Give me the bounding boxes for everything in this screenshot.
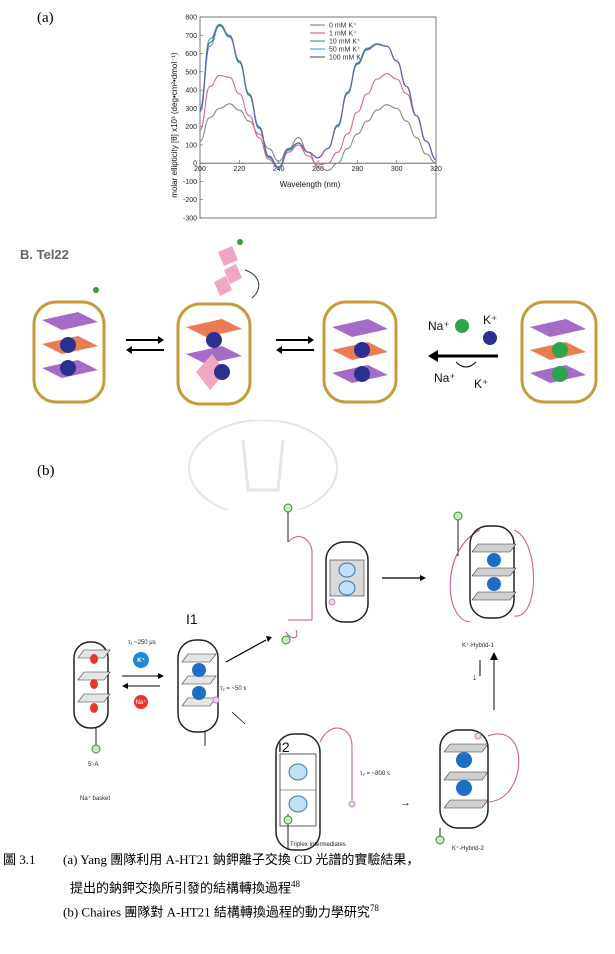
series-line-1 <box>199 73 437 170</box>
watermark-seal <box>188 420 338 510</box>
i1-structure <box>177 639 220 746</box>
g-quadruplex-structure-3 <box>322 300 398 404</box>
na-ion-sphere <box>552 366 568 382</box>
i1-label: I1 <box>186 611 198 627</box>
k-ion-label: K⁺ <box>483 313 497 327</box>
caption-ref-48: 48 <box>291 879 301 889</box>
tau2-label: τ₂ = ~50 s <box>220 686 246 692</box>
caption-line-3: (b) Chaires 團隊對 A-HT21 結構轉換過程的動力學研究 <box>63 904 370 920</box>
legend-entry: 1 mM K⁺ <box>329 31 357 38</box>
strand-end <box>93 287 99 293</box>
g-quadruplex-structure-1 <box>32 287 106 404</box>
y-tick-label: -300 <box>183 216 197 223</box>
legend-entry: 0 mM K⁺ <box>329 23 357 30</box>
caption-line-1: (a) Yang 團隊利用 A-HT21 鈉鉀離子交換 CD 光譜的實驗結果， <box>63 852 420 867</box>
g-tetrad <box>42 312 98 330</box>
y-tick-label: 0 <box>193 161 197 168</box>
y-tick-label: -200 <box>183 197 197 204</box>
caption-line-2-wrap: 提出的鈉鉀交換所引發的結構轉換過程48 <box>70 872 300 900</box>
cation-sphere <box>60 360 76 376</box>
g-quadruplex-structure-4 <box>520 300 598 404</box>
y-tick-label: 200 <box>185 124 197 131</box>
backbone-loop <box>32 300 106 404</box>
x-tick-label: 300 <box>391 166 403 173</box>
down-arrow-glyph: ↓ <box>472 672 477 683</box>
k-ion-sphere <box>483 331 497 345</box>
cation-sphere <box>60 337 76 353</box>
tau3-label: τ₃ = ~800 s <box>360 771 390 777</box>
i2-label: I2 <box>278 739 290 755</box>
x-tick-label: 260 <box>312 166 324 173</box>
x-tick-label: 240 <box>273 166 285 173</box>
x-tick-label: 200 <box>194 166 206 173</box>
na-basket-label: Na⁺ basket <box>80 795 111 802</box>
plot-frame <box>199 16 437 219</box>
na-ion-label-2: Na⁺ <box>434 371 456 385</box>
k-ion-label-2: K⁺ <box>474 377 488 391</box>
na-basket-structure <box>73 641 111 754</box>
y-tick-label: 400 <box>185 88 197 95</box>
na-ion-sphere <box>455 319 469 333</box>
panel-b-label: (b) <box>37 463 55 479</box>
caption-line-2: 提出的鈉鉀交換所引發的結構轉換過程 <box>70 880 292 896</box>
cation-sphere <box>354 342 370 358</box>
k-ion-badge-label: K⁺ <box>137 657 145 664</box>
k-ion-badge <box>133 652 149 668</box>
right-arrow-glyph: → <box>400 797 411 809</box>
legend-entry: 10 mM K⁺ <box>329 39 361 46</box>
legend-entry: 100 mM K⁺ <box>329 55 365 62</box>
caption-fig-number: 圖 3.1 <box>3 852 36 867</box>
hybrid1-label: K⁺-Hybrid-1 <box>462 642 495 649</box>
kinetic-scheme: I1 τ₁ ~250 μs K⁺ Na⁺ 5'-A Na⁺ basket τ₂ … <box>73 503 534 852</box>
panel-a-label: (a) <box>37 10 54 26</box>
na-ion-badge-label: Na⁺ <box>136 699 147 706</box>
series-line-4 <box>199 24 437 169</box>
cation-sphere <box>354 366 370 382</box>
equilibrium-arrow <box>276 336 314 354</box>
five-prime-label: 5'-A <box>88 762 98 768</box>
tel22-scheme: B. Tel22 <box>20 239 598 406</box>
caption-ref-78: 78 <box>369 903 379 913</box>
x-tick-label: 320 <box>430 166 442 173</box>
y-tick-label: 100 <box>185 142 197 149</box>
y-tick-label: 800 <box>185 15 197 22</box>
x-tick-label: 220 <box>233 166 245 173</box>
k-hybrid-2-structure <box>435 729 520 845</box>
top-intermediate <box>281 503 369 645</box>
y-axis-label: molar ellipticity [θ] x10³ (deg•cm²•dmol… <box>170 52 179 198</box>
x-axis-label: Wavelength (nm) <box>280 180 341 189</box>
ion-exchange: Na⁺ K⁺ Na⁺ K⁺ <box>428 313 498 391</box>
tel22-title: B. Tel22 <box>20 247 69 262</box>
equilibrium-arrow <box>126 336 164 354</box>
x-tick-label: 280 <box>351 166 363 173</box>
hybrid2-label: K⁺-Hybrid-2 <box>452 845 485 852</box>
k-hybrid-1-structure <box>449 511 534 623</box>
y-tick-label: 600 <box>185 51 197 58</box>
caption-line-3-wrap: (b) Chaires 團隊對 A-HT21 結構轉換過程的動力學研究78 <box>63 896 379 924</box>
cation-sphere <box>214 364 230 380</box>
cd-spectrum-chart: 800 700 600 500 400 300 200 100 0 -100 -200 -300 20… <box>160 5 450 229</box>
tau1-label: τ₁ ~250 μs <box>128 640 156 646</box>
y-tick-label: 300 <box>185 106 197 113</box>
y-tick-label: -100 <box>183 179 197 186</box>
legend-entry: 50 mM K⁺ <box>329 47 361 54</box>
cd-spectrum-svg: 800 700 600 500 400 300 200 100 0 -100 -200 -300 20… <box>170 15 442 223</box>
triplex-intermediate <box>275 727 356 851</box>
y-tick-label: 500 <box>185 69 197 76</box>
series-line-3 <box>199 25 437 170</box>
g-quadruplex-structure-2 <box>176 239 260 406</box>
cation-sphere <box>206 332 222 348</box>
y-tick-label: 700 <box>185 33 197 40</box>
na-ion-label: Na⁺ <box>428 319 450 333</box>
series-line-0 <box>199 103 437 172</box>
series-line-2 <box>199 23 437 168</box>
na-ion-sphere <box>552 342 568 358</box>
triplex-label: Triplex Intermediates <box>290 842 346 848</box>
na-ion-badge <box>134 695 148 709</box>
